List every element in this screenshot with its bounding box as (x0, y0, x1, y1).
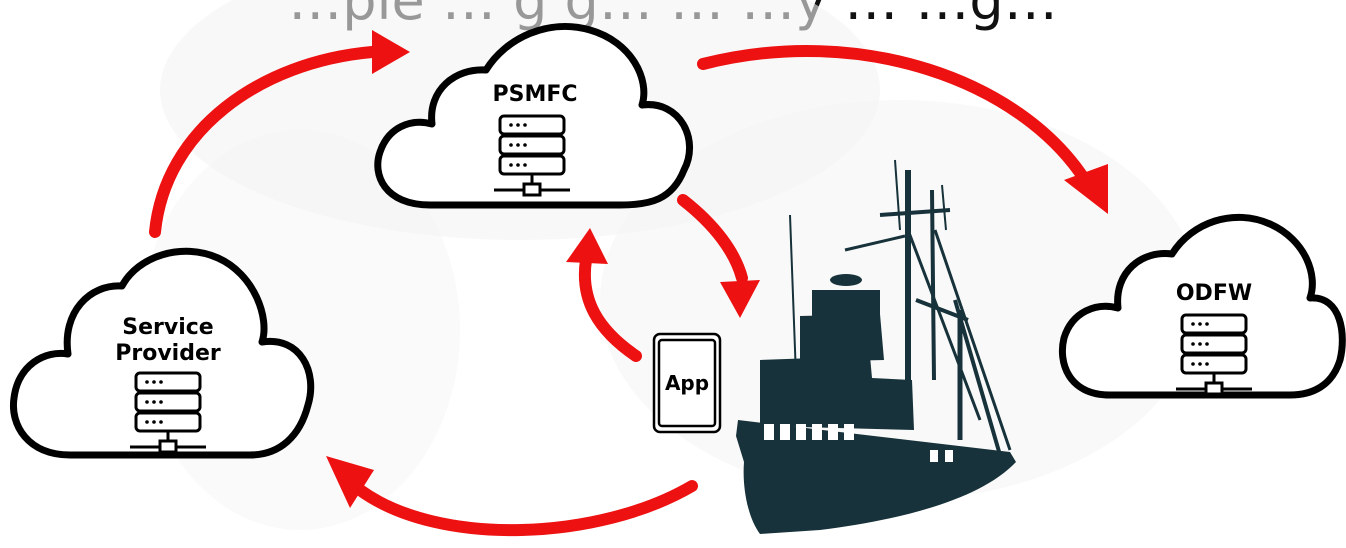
arrow-vessel-to-service-provider (354, 480, 698, 537)
fishing-vessel-icon (736, 159, 1016, 534)
psmfc-cloud: PSMFC (374, 23, 693, 209)
service-provider-label-line1: Service (122, 315, 213, 340)
service-provider-cloud: Service Provider (9, 247, 315, 459)
app-label: App (665, 371, 709, 395)
background-watermark (140, 0, 1200, 530)
arrow-psmfc-to-vessel (677, 194, 748, 284)
flow-arrows (149, 30, 1108, 537)
arrow-app-to-psmfc (578, 254, 642, 362)
app-tablet: App (652, 332, 722, 434)
odfw-label: ODFW (1176, 281, 1252, 306)
service-provider-label-line2: Provider (115, 341, 221, 366)
arrow-psmfc-to-odfw (697, 44, 1091, 186)
psmfc-label: PSMFC (492, 82, 577, 107)
arrow-service-provider-to-psmfc (149, 46, 378, 238)
odfw-cloud: ODFW (1058, 213, 1346, 399)
